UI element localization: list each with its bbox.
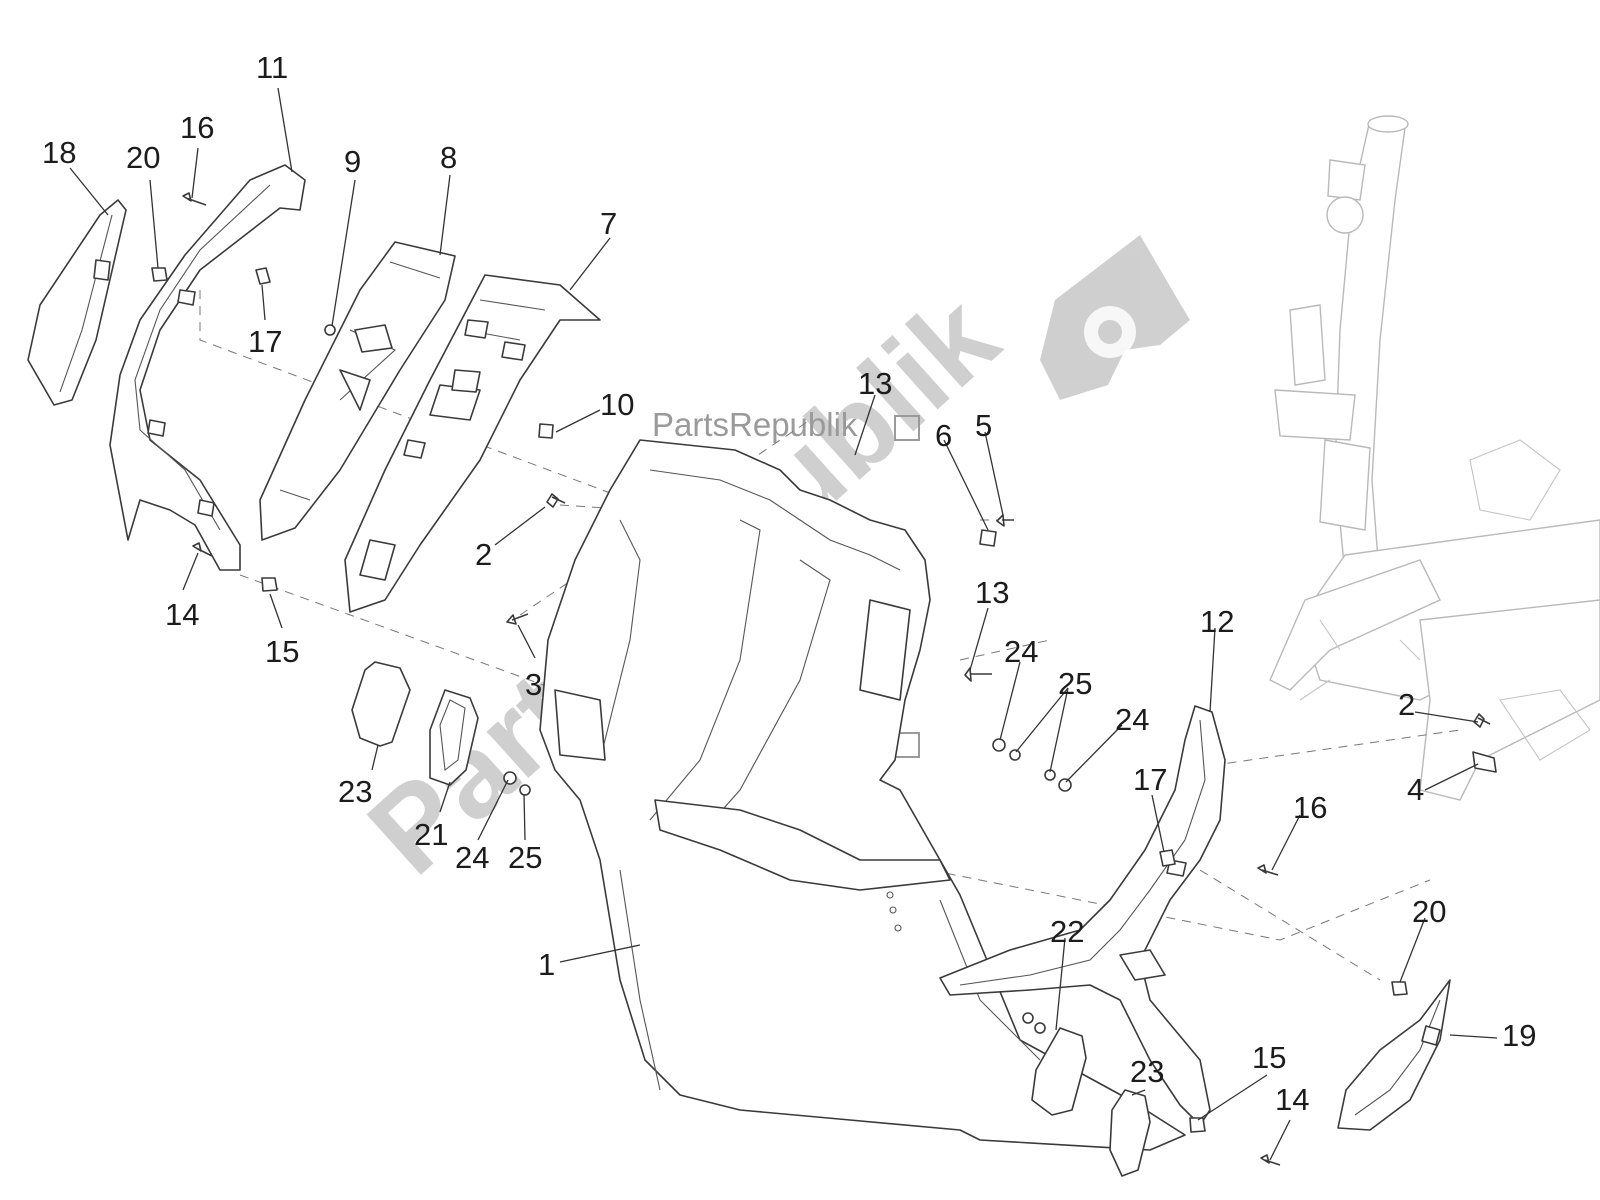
part-22-right-reflector [1031,1027,1087,1116]
callouts: 18 20 16 11 17 9 8 7 10 2 14 15 3 13 6 5… [42,50,1536,1117]
callout-17: 17 [248,324,282,359]
part-12-right-frame [939,705,1226,1126]
part-11-left-frame [109,164,306,571]
callout-6: 6 [935,418,952,453]
part-19-right-trim [1337,979,1451,1131]
leader-lines [69,87,1498,1161]
part-7-center-front-panel [344,274,601,613]
callout-21: 21 [414,817,448,852]
watermark-brand-text: PartsRepublik [652,406,858,443]
part-23-right-lens [1109,1089,1151,1177]
callout-19: 19 [1502,1018,1536,1053]
callout-22: 22 [1050,914,1084,949]
callout-5: 5 [975,408,992,443]
callout-13: 13 [858,366,892,401]
callout-11: 11 [256,50,288,85]
part-23-left-lens [351,661,411,747]
callout-7: 7 [600,206,617,241]
scooter-frame [1269,115,1600,801]
watermark-label-1: PartsRepublik [652,406,920,443]
callout-23: 23 [1130,1054,1164,1089]
callout-24: 24 [1115,702,1149,737]
callout-18: 18 [42,135,76,170]
part-8-center-panel [259,241,456,541]
gear-icon [894,415,920,441]
callout-16: 16 [1293,790,1327,825]
part-1-legshield [539,439,1186,1151]
callout-23: 23 [338,774,372,809]
callout-8: 8 [440,140,457,175]
callout-13: 13 [975,575,1009,610]
callout-9: 9 [344,144,361,179]
callout-16: 16 [180,110,214,145]
callout-14: 14 [165,597,199,632]
callout-24: 24 [1004,634,1038,669]
callout-17: 17 [1133,762,1167,797]
callout-12: 12 [1200,604,1234,639]
callout-10: 10 [600,387,634,422]
callout-3: 3 [525,667,542,702]
callout-4: 4 [1407,772,1424,807]
callout-2: 2 [475,537,492,572]
callout-24: 24 [455,840,489,875]
callout-20: 20 [1412,894,1446,929]
callout-1: 1 [538,947,555,982]
watermark-logo [1040,235,1190,400]
part-18-left-trim [27,199,127,406]
callout-25: 25 [1058,666,1092,701]
callout-15: 15 [1252,1040,1286,1075]
callout-20: 20 [126,140,160,175]
callout-25: 25 [508,840,542,875]
callout-15: 15 [265,634,299,669]
part-21-reflector-housing [429,689,479,786]
callout-14: 14 [1275,1082,1309,1117]
callout-2: 2 [1398,687,1415,722]
